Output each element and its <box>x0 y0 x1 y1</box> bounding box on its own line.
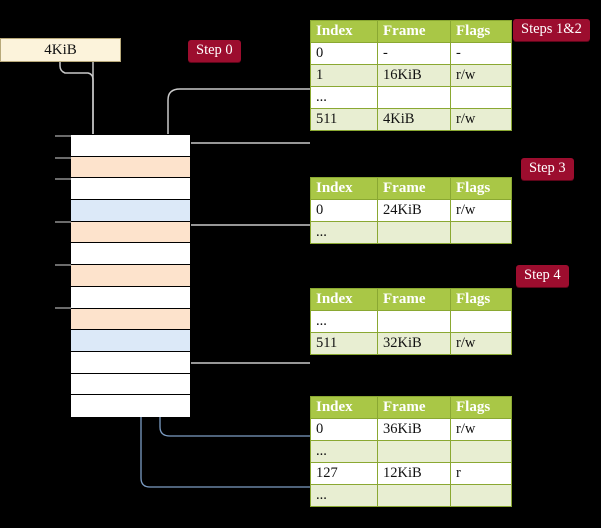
physical-memory-column <box>70 134 191 417</box>
memory-frame-row <box>71 156 190 179</box>
table-cell-index: ... <box>310 221 378 244</box>
table-header-flags: Flags <box>450 177 512 200</box>
table-cell-flags: - <box>450 42 512 65</box>
table-cell-index: 0 <box>310 42 378 65</box>
table-cell-index: ... <box>310 310 378 333</box>
table-cell-index: ... <box>310 440 378 463</box>
table-cell-flags: r/w <box>450 418 512 441</box>
table-cell-flags <box>450 484 512 507</box>
table-cell-frame: 24KiB <box>377 199 451 222</box>
memory-frame-row <box>71 373 190 396</box>
table-header-index: Index <box>310 177 378 200</box>
table-header-index: Index <box>310 20 378 43</box>
memory-frame-row <box>71 178 190 201</box>
badge-steps-1-2-label: Steps 1&2 <box>521 21 582 37</box>
table-row: ... <box>310 86 512 109</box>
memory-frame-row <box>71 135 190 157</box>
memory-tick <box>55 135 71 137</box>
memory-frame-row <box>71 221 190 244</box>
source-frame-label: 4KiB <box>44 41 77 58</box>
memory-frame-row <box>71 265 190 287</box>
table-cell-frame: 16KiB <box>377 64 451 87</box>
table-cell-flags: r/w <box>450 108 512 131</box>
table-cell-frame: 4KiB <box>377 108 451 131</box>
table-row: ... <box>310 484 512 507</box>
table-cell-index: 511 <box>310 332 378 355</box>
table-cell-frame: 32KiB <box>377 332 451 355</box>
memory-frame-row <box>71 351 190 374</box>
table-cell-index: 0 <box>310 418 378 441</box>
table-cell-index: ... <box>310 86 378 109</box>
table-cell-frame <box>377 310 451 333</box>
table-row: ... <box>310 310 512 333</box>
table-cell-index: 511 <box>310 108 378 131</box>
table-header-frame: Frame <box>377 396 451 419</box>
badge-step-0-label: Step 0 <box>196 42 233 58</box>
table-cell-frame <box>377 221 451 244</box>
table-cell-flags: r/w <box>450 64 512 87</box>
table-cell-index: 0 <box>310 199 378 222</box>
table-cell-flags <box>450 310 512 333</box>
memory-frame-row <box>71 308 190 331</box>
memory-frame-row <box>71 200 190 222</box>
memory-frame-row <box>71 243 190 266</box>
memory-tick <box>55 264 71 266</box>
table-cell-frame <box>377 484 451 507</box>
table-cell-flags: r/w <box>450 199 512 222</box>
badge-step-4-label: Step 4 <box>524 267 561 283</box>
table-row: ... <box>310 221 512 244</box>
table-cell-flags: r/w <box>450 332 512 355</box>
table-cell-frame: - <box>377 42 451 65</box>
table-header-frame: Frame <box>377 177 451 200</box>
memory-frame-row <box>71 286 190 309</box>
table-header-index: Index <box>310 288 378 311</box>
memory-tick <box>55 221 71 223</box>
memory-tick <box>55 178 71 180</box>
table-header-flags: Flags <box>450 396 512 419</box>
table-header-frame: Frame <box>377 288 451 311</box>
table-header-flags: Flags <box>450 288 512 311</box>
table-cell-index: ... <box>310 484 378 507</box>
memory-tick <box>55 307 71 309</box>
table-header-index: Index <box>310 396 378 419</box>
badge-step-3: Step 3 <box>521 158 574 180</box>
badge-step-0: Step 0 <box>188 40 241 62</box>
table-cell-index: 127 <box>310 462 378 485</box>
source-frame-box: 4KiB <box>0 38 121 62</box>
memory-frame-row <box>71 395 190 417</box>
table-header-frame: Frame <box>377 20 451 43</box>
table-cell-frame: 12KiB <box>377 462 451 485</box>
table-header-flags: Flags <box>450 20 512 43</box>
badge-steps-1-2: Steps 1&2 <box>513 19 590 41</box>
table-cell-flags <box>450 221 512 244</box>
badge-step-3-label: Step 3 <box>529 160 566 176</box>
memory-tick <box>55 157 71 159</box>
table-cell-flags <box>450 440 512 463</box>
table-cell-flags <box>450 86 512 109</box>
table-cell-flags: r <box>450 462 512 485</box>
table-cell-frame: 36KiB <box>377 418 451 441</box>
table-cell-frame <box>377 86 451 109</box>
badge-step-4: Step 4 <box>516 265 569 287</box>
memory-frame-row <box>71 330 190 352</box>
table-row: ... <box>310 440 512 463</box>
table-cell-frame <box>377 440 451 463</box>
table-row: 0-- <box>310 42 512 65</box>
table-cell-index: 1 <box>310 64 378 87</box>
